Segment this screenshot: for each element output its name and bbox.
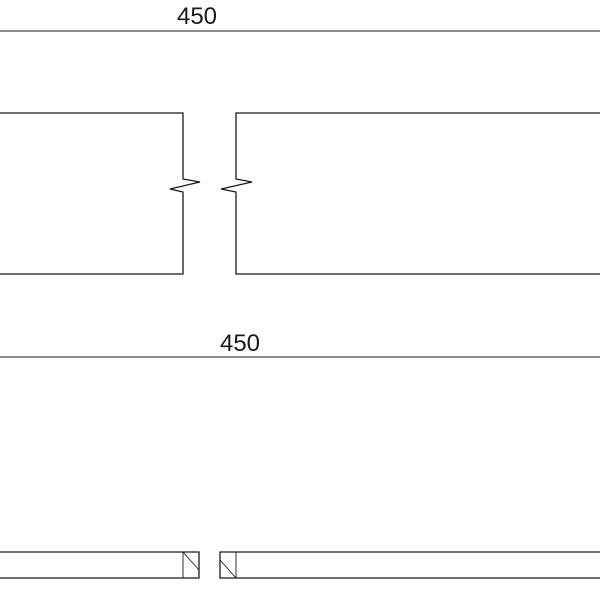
top-left-panel: [0, 112, 201, 275]
side-right-bar: [219, 551, 600, 579]
side-left-break-mark: [182, 551, 200, 571]
top-right-panel: [220, 112, 600, 275]
top-dimension-label: 450: [177, 3, 217, 30]
side-dimension-label: 450: [220, 330, 260, 357]
side-right-break-mark: [219, 559, 237, 579]
side-left-bar: [0, 551, 200, 579]
side-view: 450: [0, 330, 600, 579]
top-view: 450: [0, 3, 600, 275]
